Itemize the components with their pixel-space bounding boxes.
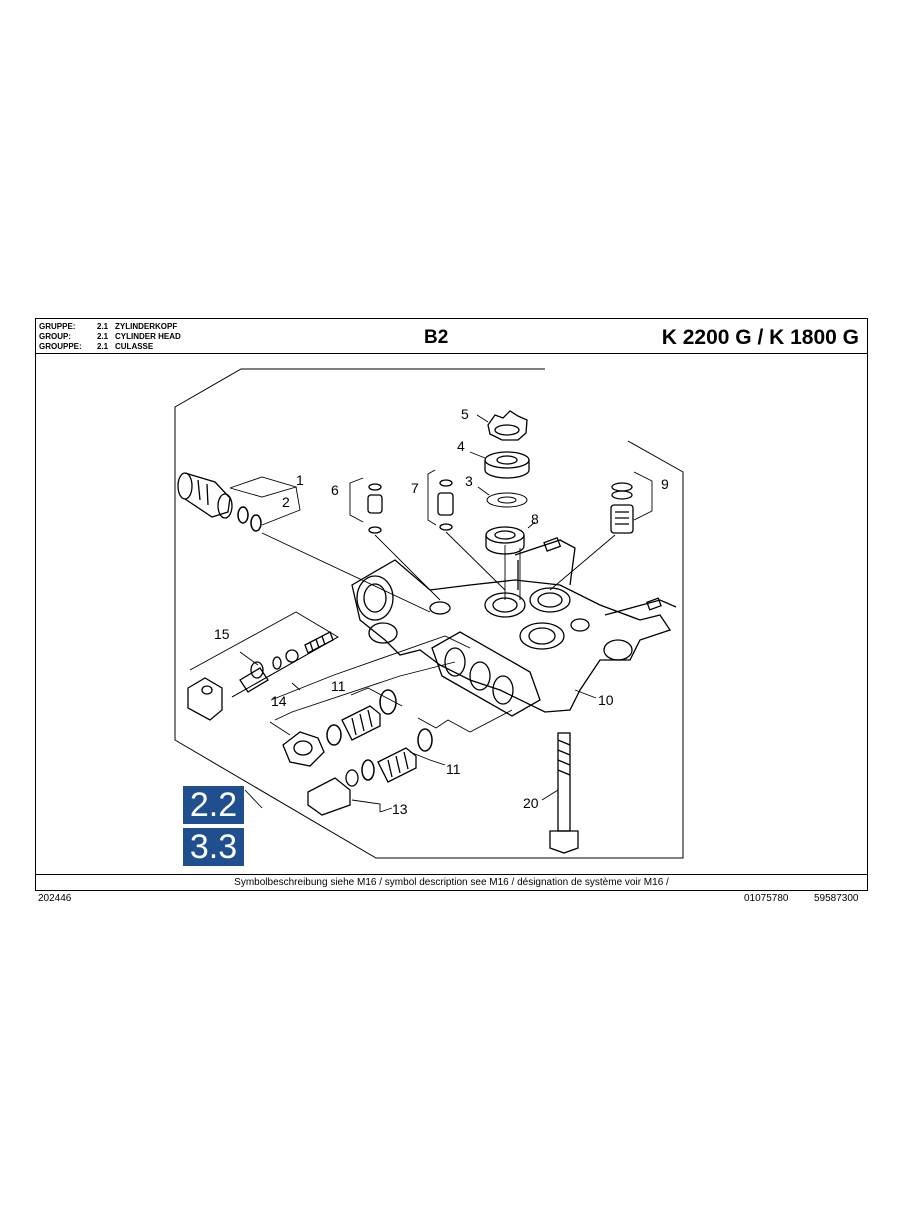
callout-2: 2 (282, 494, 290, 510)
callout-8: 8 (531, 511, 539, 527)
part-1-fitting (177, 472, 233, 519)
part-4-seal (484, 451, 530, 479)
part-13-plug (307, 769, 359, 816)
document-header: GRUPPE: 2.1 ZYLINDERKOPF GROUP: 2.1 CYLI… (36, 319, 867, 354)
callout-4: 4 (457, 438, 465, 454)
callout-14: 14 (271, 693, 287, 709)
callout-11-upper: 11 (331, 678, 346, 694)
group-num: 2.1 (97, 342, 109, 351)
group-key: GRUPPE: (39, 322, 76, 331)
part-11-valve-upper (341, 705, 381, 741)
group-num: 2.1 (97, 332, 109, 341)
page-code: B2 (424, 327, 449, 348)
group-row-fr: GROUPPE: 2.1 CULASSE (39, 342, 181, 352)
part-20-bolt (549, 732, 579, 854)
model-title: K 2200 G / K 1800 G (661, 326, 859, 349)
part-11-valve-lower (377, 747, 417, 783)
callout-20: 20 (523, 795, 539, 811)
callout-5: 5 (461, 406, 469, 422)
group-name: CULASSE (115, 342, 154, 351)
cylinder-head-body (351, 537, 677, 717)
callout-10: 10 (598, 692, 614, 708)
part-11-oring (379, 689, 397, 715)
reference-badge-3-3: 3.3 (183, 828, 244, 866)
group-labels: GRUPPE: 2.1 ZYLINDERKOPF GROUP: 2.1 CYLI… (39, 322, 181, 352)
document-frame: GRUPPE: 2.1 ZYLINDERKOPF GROUP: 2.1 CYLI… (35, 318, 868, 891)
group-name: ZYLINDERKOPF (115, 322, 178, 331)
group-name: CYLINDER HEAD (115, 332, 181, 341)
part-code-1: 01075780 (744, 893, 789, 904)
iso-box-outline (174, 368, 684, 859)
part-9-valve (610, 482, 634, 534)
callout-3: 3 (465, 473, 473, 489)
callout-6: 6 (331, 482, 339, 498)
callout-15: 15 (214, 626, 230, 642)
symbol-note: Symbolbeschreibung siehe M16 / symbol de… (36, 874, 867, 890)
reference-badge-2-2: 2.2 (183, 786, 244, 824)
part-code-2: 59587300 (814, 893, 859, 904)
part-6-valve (367, 483, 383, 534)
part-14-oring (326, 724, 342, 746)
part-7-valve (437, 479, 454, 531)
part-13-oring (361, 759, 375, 781)
callout-9: 9 (661, 476, 669, 492)
part-14-cap (282, 731, 325, 767)
callout-11-lower: 11 (446, 761, 461, 777)
part-2-oring (250, 514, 262, 532)
callout-7: 7 (411, 480, 419, 496)
part-11-oring (417, 728, 433, 752)
callout-1: 1 (296, 472, 304, 488)
part-2-oring (237, 506, 249, 524)
part-15-assembly (187, 631, 334, 721)
group-key: GROUP: (39, 332, 71, 341)
group-row-de: GRUPPE: 2.1 ZYLINDERKOPF (39, 322, 181, 332)
part-3-washer (486, 492, 528, 508)
leader-lines (189, 414, 653, 813)
part-5-retainer (487, 410, 528, 441)
group-row-en: GROUP: 2.1 CYLINDER HEAD (39, 332, 181, 342)
group-num: 2.1 (97, 322, 109, 331)
group-key: GROUPPE: (39, 342, 82, 351)
callout-13: 13 (392, 801, 408, 817)
doc-number: 202446 (38, 893, 72, 904)
